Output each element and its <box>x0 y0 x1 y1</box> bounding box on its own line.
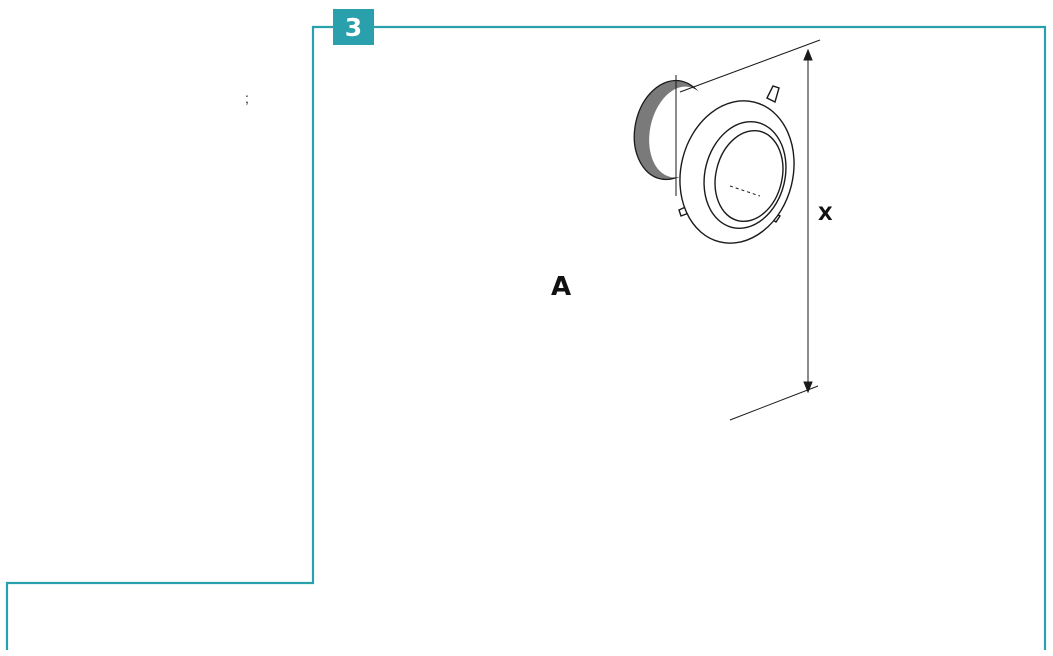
wall-flange-icon <box>678 85 795 244</box>
stray-mark: ; <box>245 90 249 106</box>
step-number-badge: 3 <box>333 9 374 45</box>
label-dimension-x: X <box>818 203 833 225</box>
dimension-lines <box>679 39 821 421</box>
step-frame <box>5 25 1047 650</box>
label-duct-a: A <box>551 272 572 302</box>
